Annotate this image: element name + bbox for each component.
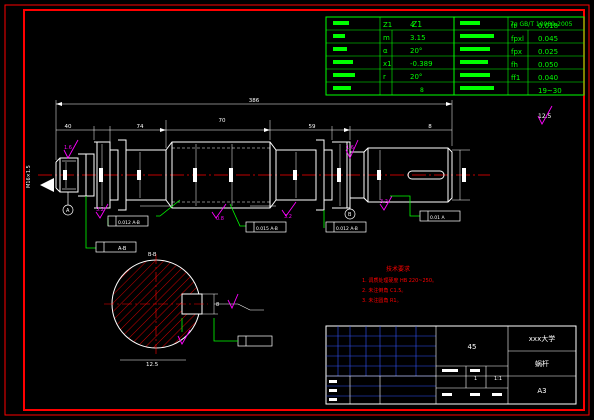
title-scale: 1:1: [494, 376, 502, 382]
gear-table-value: 4: [410, 21, 415, 29]
tolerance-frame-5: 0.01 A: [430, 215, 445, 221]
title-material: 45: [468, 343, 477, 351]
gear-table-value: 8: [420, 87, 424, 94]
section-width-dim: 8: [216, 302, 219, 308]
gear-table-right-symbol: fh: [511, 61, 518, 69]
shaft-main-view: [38, 139, 490, 211]
roughness-symbols: [63, 105, 553, 219]
gear-table-value: 3.15: [410, 34, 426, 42]
notes-line-1: 1. 调质处理硬度 HB 220~250。: [362, 277, 437, 284]
drawing-frame-outer: [4, 4, 590, 416]
notes-line-3: 3. 未注圆角 R1。: [362, 297, 402, 304]
datum-markers: [62, 192, 356, 220]
roughness-r1: 1.6: [64, 145, 72, 151]
gear-table-header-value: Z1: [412, 20, 423, 29]
dim-overall-length: 386: [249, 98, 260, 104]
roughness-r5: 1.6: [346, 145, 354, 151]
gear-table-right-symbol: fpx: [511, 48, 522, 56]
notes-line-2: 2. 未注倒角 C1.5。: [362, 287, 406, 294]
gear-table-value: 20°: [410, 47, 422, 55]
gear-table-right-value: 0.018: [538, 22, 558, 30]
gear-table-right-value: 0.025: [538, 48, 558, 56]
dim-seg-e: 8: [428, 124, 432, 130]
title-school: xxx大学: [529, 334, 555, 343]
tolerance-frame-2: 0.012 A-B: [118, 220, 140, 226]
cross-section-view: [104, 254, 273, 361]
gear-table-right-value: 0.045: [538, 35, 558, 43]
tolerance-frame-1: A-B: [118, 246, 127, 252]
title-quantity: 1: [474, 376, 477, 382]
technical-notes: 技术要求 1. 调质处理硬度 HB 220~250。 2. 未注倒角 C1.5。…: [362, 265, 437, 304]
gear-table-right-value: 0.040: [538, 74, 558, 82]
title-sheet-size: A3: [537, 387, 546, 395]
gear-table-symbol: α: [383, 47, 388, 55]
gear-table-right-value: 19~30: [538, 87, 562, 95]
left-thread-callout: M16×1.5: [26, 165, 32, 188]
dim-seg-b: 74: [137, 124, 144, 130]
datum-a-label: A: [66, 208, 70, 214]
gear-table-right-symbol: fpxl: [511, 35, 524, 43]
gear-table-right-header: 7g GB/T 10089-2005: [510, 21, 573, 28]
gear-table-right-symbol: ff1: [511, 74, 520, 82]
gear-table-right-symbol: fr: [511, 22, 516, 30]
dim-seg-c: 70: [219, 118, 226, 124]
dim-seg-a: 40: [65, 124, 72, 130]
tolerance-frames: [95, 210, 461, 253]
dimension-lines: [55, 100, 470, 207]
gear-table-symbol: x1: [383, 60, 392, 68]
roughness-r6: 3.2: [380, 199, 388, 205]
datum-b-label: B: [348, 212, 352, 218]
title-block: [325, 325, 577, 405]
gear-table-right-value: 0.050: [538, 61, 558, 69]
roughness-r3: 0.8: [216, 216, 224, 222]
section-label: B-B: [148, 252, 157, 258]
gear-table-symbol: r: [383, 73, 386, 81]
roughness-r4: 3.2: [284, 214, 292, 220]
gear-table-value: 20°: [410, 73, 422, 81]
left-arrow-icon: [40, 178, 54, 192]
roughness-corner: 12.5: [538, 113, 552, 120]
tolerance-frame-4: 0.012 A-B: [336, 226, 358, 232]
gear-table-value: -0.389: [410, 60, 433, 68]
notes-title: 技术要求: [386, 265, 410, 273]
title-drawing-name: 蜗杆: [535, 359, 549, 368]
gear-table-symbol: Z1: [383, 21, 392, 29]
section-depth-dim: 12.5: [146, 362, 159, 368]
gear-table-symbol: m: [383, 34, 390, 42]
dim-seg-d: 59: [309, 124, 316, 130]
tolerance-frame-3: 0.015 A-B: [256, 226, 278, 232]
roughness-r2: 3.2: [96, 207, 104, 213]
drawing-frame-inner: [23, 9, 585, 411]
